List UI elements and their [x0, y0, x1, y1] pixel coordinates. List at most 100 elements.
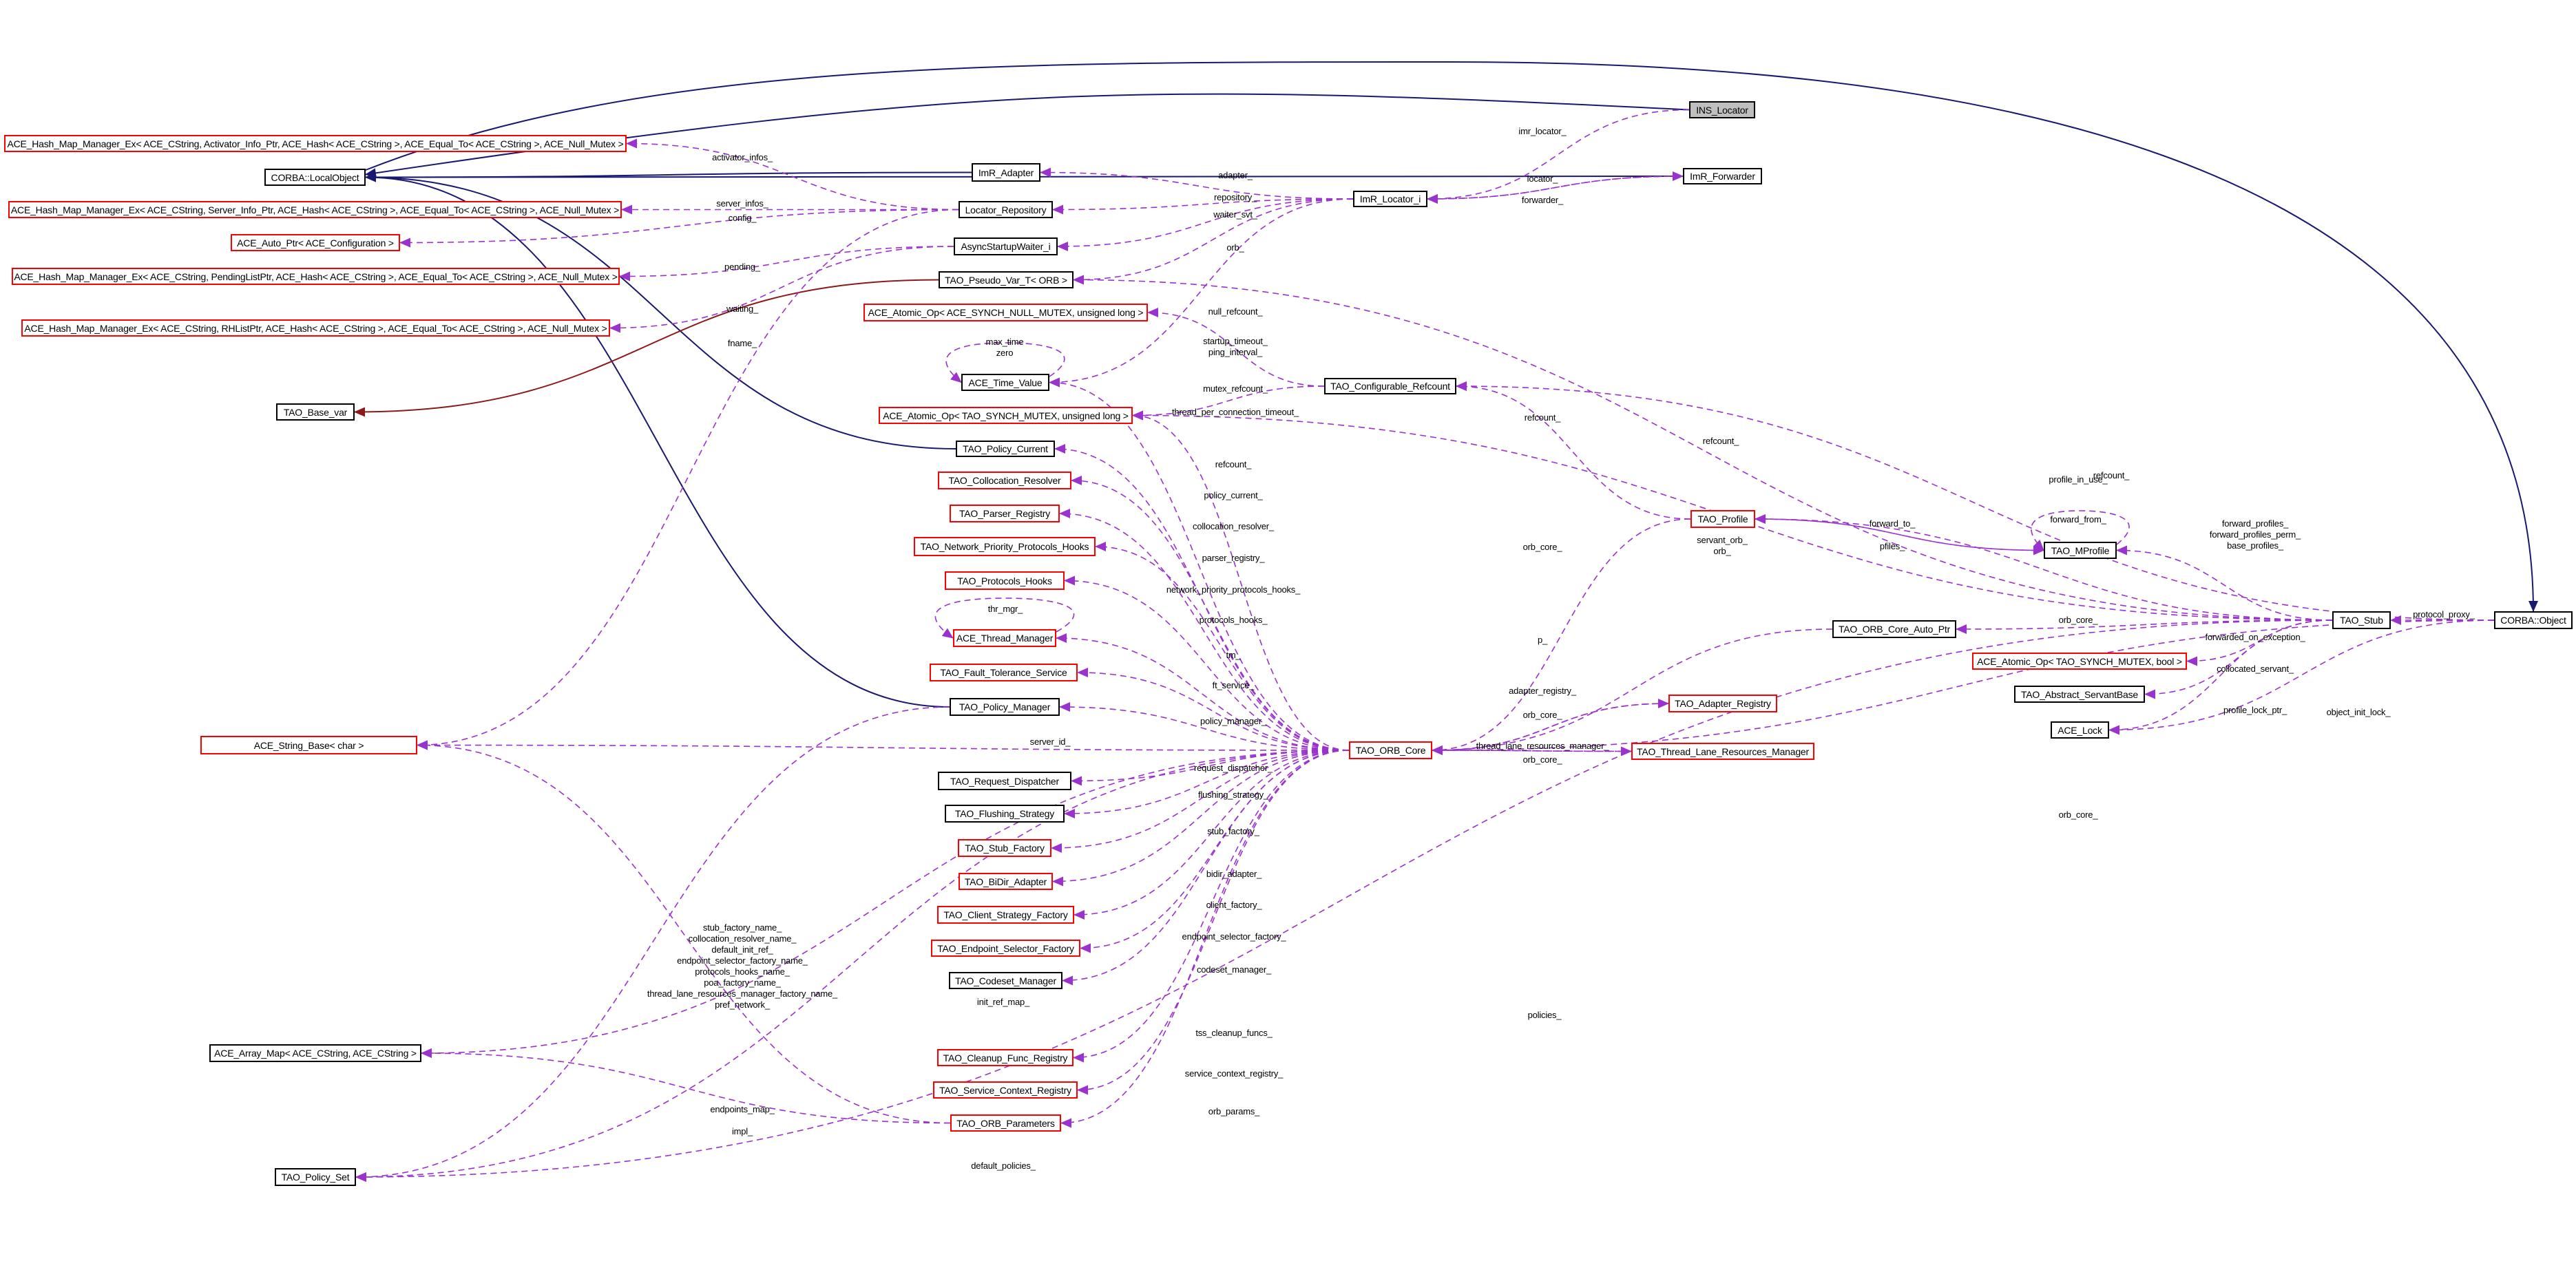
edge-label: forward_from_ [2050, 514, 2106, 525]
class-node-imr-locator-i[interactable]: ImR_Locator_i [1353, 191, 1427, 207]
edge-label: orb_core_ [2058, 809, 2098, 820]
class-node-atomic-synch-ulong[interactable]: ACE_Atomic_Op< TAO_SYNCH_MUTEX, unsigned… [879, 407, 1133, 424]
class-node-fault-tolerance[interactable]: TAO_Fault_Tolerance_Service [930, 664, 1078, 681]
edge-usage-orb-core-to-atomic-synch-ulong [1132, 410, 1350, 751]
edge-usage-orb-core-to-endpoint-selector [1080, 750, 1350, 953]
edge-usage-tao-stub-to-ace-lock [2108, 620, 2333, 735]
class-node-ins-locator[interactable]: INS_Locator [1689, 101, 1755, 118]
edge-label: forwarder_ [1521, 195, 1564, 205]
class-node-flushing-strategy[interactable]: TAO_Flushing_Strategy [945, 805, 1065, 823]
class-node-parser-registry[interactable]: TAO_Parser_Registry [950, 505, 1060, 522]
edge-label: pfiles_ [1879, 541, 1905, 551]
class-node-tao-mprofile[interactable]: TAO_MProfile [2044, 542, 2117, 559]
class-node-hash-server[interactable]: ACE_Hash_Map_Manager_Ex< ACE_CString, Se… [8, 201, 622, 218]
class-node-protocols-hooks[interactable]: TAO_Protocols_Hooks [945, 571, 1065, 590]
class-node-abstract-servant[interactable]: TAO_Abstract_ServantBase [2014, 686, 2145, 703]
class-node-tao-profile[interactable]: TAO_Profile [1690, 510, 1755, 528]
class-node-imr-adapter[interactable]: ImR_Adapter [972, 163, 1040, 182]
class-node-ace-array-map[interactable]: ACE_Array_Map< ACE_CString, ACE_CString … [209, 1044, 421, 1062]
edge-label: service_context_registry_ [1184, 1068, 1284, 1079]
class-node-service-context[interactable]: TAO_Service_Context_Registry [933, 1081, 1078, 1099]
edge-usage-corba-object-to-configurable-refcount [1456, 381, 2495, 621]
class-node-async-startup-waiter[interactable]: AsyncStartupWaiter_i [954, 237, 1058, 255]
edge-usage-orb-core-to-parser-registry [1059, 509, 1350, 751]
edge-label: orb_ [1226, 242, 1244, 253]
edge-label: config_ [728, 213, 757, 223]
edge-label: forward_profiles_ forward_profiles_perm_… [2209, 518, 2301, 551]
edge-label: server_infos_ [716, 198, 768, 209]
class-node-policy-current[interactable]: TAO_Policy_Current [956, 441, 1055, 457]
edge-label: endpoints_map_ [710, 1104, 775, 1114]
edge-label: orb_core_ [2058, 615, 2098, 625]
edge-usage-orb-core-to-thread-lane [1432, 746, 1632, 756]
class-node-network-hooks[interactable]: TAO_Network_Priority_Protocols_Hooks [914, 537, 1096, 556]
class-node-hash-rhlist[interactable]: ACE_Hash_Map_Manager_Ex< ACE_CString, RH… [21, 319, 610, 337]
class-node-orb-core-auto-ptr[interactable]: TAO_ORB_Core_Auto_Ptr [1832, 620, 1956, 638]
class-node-client-strategy[interactable]: TAO_Client_Strategy_Factory [937, 906, 1074, 924]
edge-usage-imr-locator-i-to-async-startup-waiter [1057, 198, 1354, 251]
edge-usage-thread-manager-to-thread-manager [934, 597, 1075, 639]
edge-usage-adapter-registry-to-orb-core [1432, 703, 1669, 755]
class-node-request-dispatcher[interactable]: TAO_Request_Dispatcher [938, 772, 1071, 790]
edge-usage-imr-locator-i-to-imr-adapter [1040, 167, 1354, 200]
edge-label: max_time zero [985, 337, 1024, 358]
class-node-codeset-manager[interactable]: TAO_Codeset_Manager [949, 972, 1062, 989]
edge-usage-corba-object-to-ace-lock [2108, 620, 2495, 735]
class-node-auto-ptr-config[interactable]: ACE_Auto_Ptr< ACE_Configuration > [231, 234, 400, 251]
edge-usage-tao-stub-to-orb-core-auto-ptr [1956, 620, 2333, 634]
class-node-corba-object[interactable]: CORBA::Object [2494, 611, 2573, 629]
class-node-ace-lock[interactable]: ACE_Lock [2051, 721, 2109, 739]
class-node-hash-pending[interactable]: ACE_Hash_Map_Manager_Ex< ACE_CString, Pe… [12, 268, 620, 285]
edge-label: activator_infos_ [712, 152, 773, 162]
class-node-imr-forwarder[interactable]: ImR_Forwarder [1683, 168, 1762, 184]
edge-label: repository_ [1213, 192, 1257, 202]
edge-usage-corba-object-to-orb-core [1432, 620, 2495, 755]
class-node-tao-base-var[interactable]: TAO_Base_var [276, 403, 355, 421]
class-node-atomic-bool[interactable]: ACE_Atomic_Op< TAO_SYNCH_MUTEX, bool > [1972, 653, 2187, 670]
class-node-orb-core[interactable]: TAO_ORB_Core [1349, 741, 1432, 759]
edge-label: null_refcount_ [1208, 306, 1263, 317]
class-node-corba-localobject[interactable]: CORBA::LocalObject [264, 169, 366, 186]
class-node-endpoint-selector[interactable]: TAO_Endpoint_Selector_Factory [931, 940, 1080, 957]
class-node-locator-repository[interactable]: Locator_Repository [959, 201, 1053, 218]
edge-label: adapter_registry_ [1509, 686, 1576, 696]
edge-label: orb_core_ [1522, 754, 1562, 765]
edge-usage-orb-core-to-ace-string-base [417, 740, 1350, 751]
class-node-stub-factory[interactable]: TAO_Stub_Factory [958, 839, 1051, 857]
class-node-configurable-refcount[interactable]: TAO_Configurable_Refcount [1324, 378, 1456, 394]
edge-label: startup_timeout_ ping_interval_ [1203, 336, 1268, 357]
edge-usage-orb-core-to-stub-factory [1051, 750, 1350, 853]
edge-label: locator_ [1527, 173, 1558, 184]
edge-usage-tao-stub-to-tao-policy-set [355, 620, 2333, 1182]
class-node-policy-manager[interactable]: TAO_Policy_Manager [950, 698, 1060, 716]
edge-usage-tao-profile-to-configurable-refcount [1456, 381, 1691, 520]
edge-usage-orb-core-to-protocols-hooks [1064, 575, 1350, 751]
class-node-cleanup-func[interactable]: TAO_Cleanup_Func_Registry [937, 1049, 1074, 1066]
edge-inheritance-policy-manager-to-corba-localobject [365, 172, 950, 708]
class-node-tao-stub[interactable]: TAO_Stub [2332, 611, 2391, 629]
class-node-ace-time-value[interactable]: ACE_Time_Value [961, 374, 1049, 391]
edge-usage-orb-core-to-service-context [1077, 750, 1350, 1095]
class-node-collocation-resolver[interactable]: TAO_Collocation_Resolver [938, 472, 1071, 489]
edge-usage-orb-core-to-codeset-manager [1062, 750, 1350, 986]
edge-label: policies_ [1527, 1010, 1562, 1020]
edge-usage-tao-profile-to-orb-core [1432, 518, 1691, 755]
class-node-ace-string-base[interactable]: ACE_String_Base< char > [200, 736, 417, 754]
edge-label: imr_locator_ [1518, 126, 1567, 136]
edge-label: impl_ [731, 1126, 753, 1136]
class-node-bidir-adapter[interactable]: TAO_BiDir_Adapter [959, 873, 1053, 890]
class-node-atomic-null[interactable]: ACE_Atomic_Op< ACE_SYNCH_NULL_MUTEX, uns… [863, 304, 1148, 321]
class-node-tao-policy-set[interactable]: TAO_Policy_Set [275, 1168, 356, 1186]
edge-label: thr_mgr_ [987, 604, 1023, 614]
class-node-hash-activator[interactable]: ACE_Hash_Map_Manager_Ex< ACE_CString, Ac… [4, 135, 627, 152]
edge-inheritance-imr-adapter-to-corba-localobject [365, 171, 972, 182]
class-node-orb-parameters[interactable]: TAO_ORB_Parameters [950, 1114, 1061, 1132]
edge-usage-orb-core-to-tao-policy-set [355, 750, 1350, 1182]
class-node-adapter-registry[interactable]: TAO_Adapter_Registry [1668, 695, 1777, 712]
edge-usage-imr-locator-i-to-imr-forwarder [1427, 171, 1684, 200]
edge-usage-orb-core-auto-ptr-to-orb-core [1432, 628, 1833, 755]
class-node-pseudo-var-orb[interactable]: TAO_Pseudo_Var_T< ORB > [939, 271, 1074, 288]
class-node-thread-lane[interactable]: TAO_Thread_Lane_Resources_Manager [1631, 743, 1814, 760]
edge-label: waiting_ [726, 304, 759, 314]
class-node-thread-manager[interactable]: ACE_Thread_Manager [953, 629, 1056, 647]
